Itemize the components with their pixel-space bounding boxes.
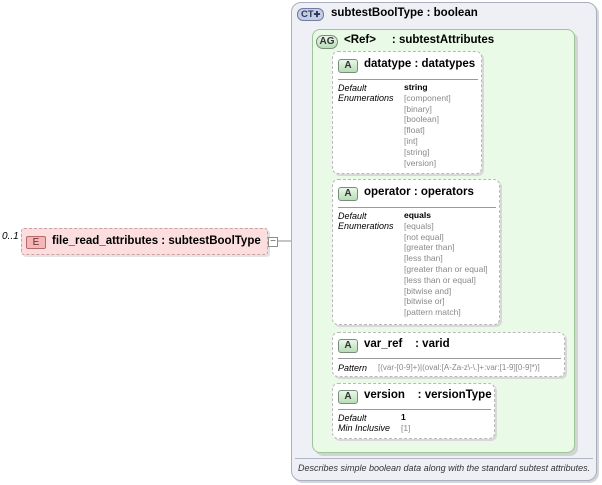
occurrence-label: 0..1 xyxy=(2,231,19,242)
min-inclusive-value: [1] xyxy=(401,422,411,433)
default-value: 1 xyxy=(401,412,406,422)
element-badge: E xyxy=(26,236,46,249)
attribute-badge-icon: A xyxy=(338,59,358,73)
enum-value: [greater than] xyxy=(404,242,455,253)
collapse-toggle-icon[interactable]: − xyxy=(268,237,278,247)
label-enumerations: Enumerations xyxy=(338,221,394,231)
enum-value: [greater than or equal] xyxy=(404,263,488,274)
attribute-badge-icon: A xyxy=(338,339,358,353)
label-enumerations: Enumerations xyxy=(338,93,394,103)
label-default: Default xyxy=(338,413,367,423)
attribute-rule xyxy=(338,409,491,410)
attribute-badge-icon: A xyxy=(338,187,358,201)
enum-value: [binary] xyxy=(404,103,432,114)
collapse-toggle-glyph: − xyxy=(270,236,276,247)
ag-badge-icon: AG xyxy=(316,35,338,49)
attribute-version[interactable]: A version : versionType Default Min Incl… xyxy=(332,383,495,439)
attribute-rule xyxy=(338,207,496,208)
attribute-rule xyxy=(338,79,478,80)
enum-value: [equals] xyxy=(404,220,434,231)
attribute-badge-icon: A xyxy=(338,390,358,404)
attribute-title: var_ref : varid xyxy=(364,338,450,350)
pattern-value: [(var-[0-9]+)|(oval:[A-Za-z\-\.]+:var:[1… xyxy=(378,363,540,372)
attribute-values: 1 [1] xyxy=(401,412,410,434)
attribute-values: equals [equals] [not equal] [greater tha… xyxy=(404,210,488,318)
complex-type-title: subtestBoolType : boolean xyxy=(331,7,478,19)
default-value: equals xyxy=(404,210,431,220)
enum-value: [string] xyxy=(404,146,430,157)
enum-value: [bitwise and] xyxy=(404,285,452,296)
element-title: file_read_attributes : subtestBoolType xyxy=(52,235,261,247)
ct-badge-label: CT xyxy=(301,9,314,20)
attribute-var-ref[interactable]: A var_ref : varid Pattern [(var-[0-9]+)|… xyxy=(332,332,565,377)
enum-value: [not equal] xyxy=(404,231,444,242)
label-default: Default xyxy=(338,83,367,93)
ct-divider xyxy=(295,458,593,459)
default-value: string xyxy=(404,82,428,92)
ct-badge-icon: CT✚ xyxy=(297,8,324,21)
attribute-title: version : versionType xyxy=(364,389,492,401)
enum-value: [int] xyxy=(404,135,418,146)
attribute-title: operator : operators xyxy=(364,186,474,198)
attribute-values: string [component] [binary] [boolean] [f… xyxy=(404,82,451,168)
ct-plus-icon: ✚ xyxy=(313,10,321,19)
label-min-inclusive: Min Inclusive xyxy=(338,423,391,433)
enum-value: [boolean] xyxy=(404,114,439,125)
enum-value: [bitwise or] xyxy=(404,296,445,307)
label-default: Default xyxy=(338,211,367,221)
attribute-operator[interactable]: A operator : operators Default Enumerati… xyxy=(332,179,500,325)
enum-value: [component] xyxy=(404,92,451,103)
enum-value: [version] xyxy=(404,157,437,168)
enum-value: [float] xyxy=(404,125,425,136)
attribute-rule xyxy=(338,358,561,359)
enum-value: [less than or equal] xyxy=(404,274,476,285)
attribute-title: datatype : datatypes xyxy=(364,58,476,70)
label-pattern: Pattern xyxy=(338,363,368,373)
enum-value: [less than] xyxy=(404,253,443,264)
attribute-group-title: <Ref> : subtestAttributes xyxy=(344,34,495,46)
element-node[interactable]: E file_read_attributes : subtestBoolType xyxy=(21,228,268,255)
enum-value: [pattern match] xyxy=(404,307,461,318)
complex-type-description: Describes simple boolean data along with… xyxy=(298,463,591,473)
attribute-datatype[interactable]: A datatype : datatypes Default Enumerati… xyxy=(332,51,482,174)
